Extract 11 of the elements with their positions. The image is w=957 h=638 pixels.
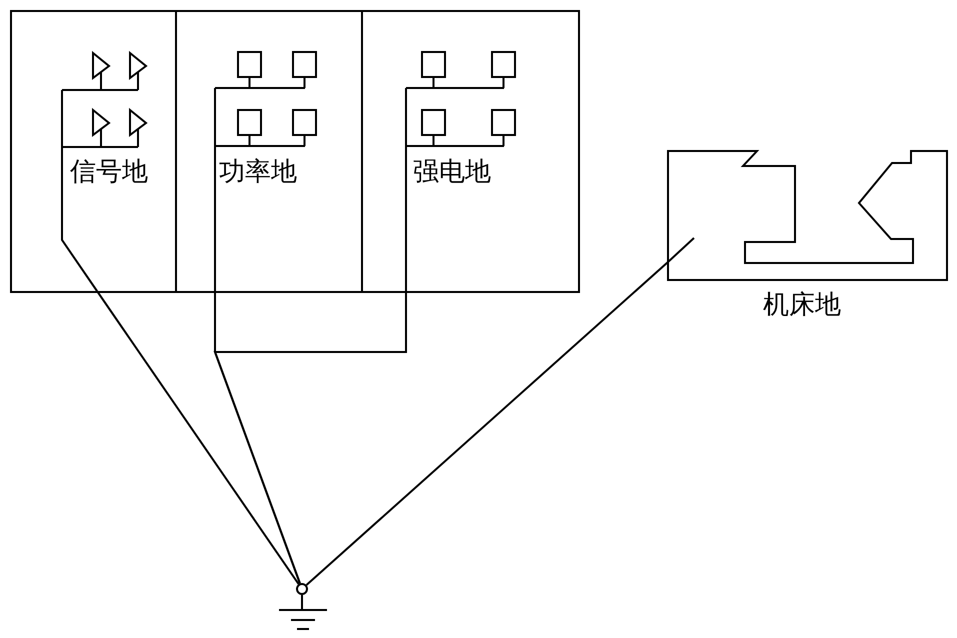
ground-wire — [214, 291, 407, 584]
cabinet-compartment — [361, 10, 580, 293]
ground-label: 功率地 — [219, 157, 297, 187]
ground-label: 机床地 — [763, 290, 841, 320]
grounding-point — [296, 583, 308, 595]
ground-label: 信号地 — [70, 157, 148, 187]
ground-wire — [306, 261, 669, 586]
cabinet-compartment — [175, 10, 363, 293]
ground-label: 强电地 — [413, 157, 491, 187]
cabinet-compartment — [10, 10, 177, 293]
ground-wire — [96, 290, 300, 585]
